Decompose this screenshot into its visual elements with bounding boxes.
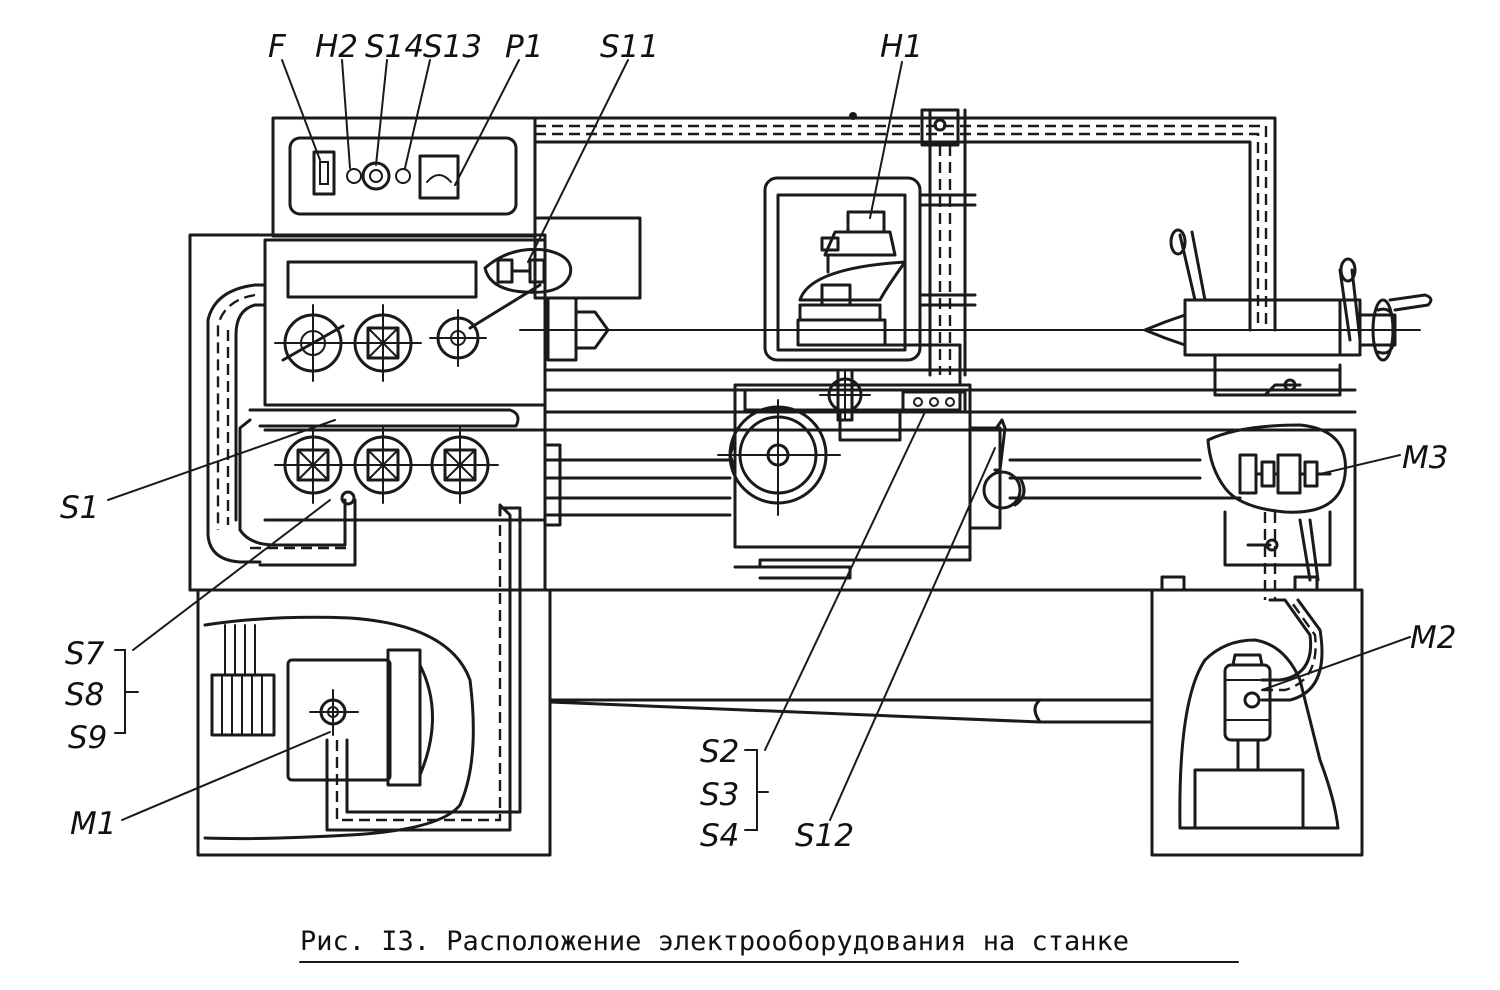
- equipment-labels: F H2 S14 S13 P1 S11 H1 S1 M3 S7 S8 S9 M2…: [60, 29, 1456, 854]
- label-s12: S12: [795, 818, 854, 854]
- control-panel: [271, 116, 537, 238]
- label-s9: S9: [68, 720, 107, 756]
- label-h1: H1: [880, 29, 923, 65]
- caption-text: Рис. I3. Расположение электрооборудовани…: [300, 926, 1129, 957]
- spindle-axis: [519, 296, 1421, 362]
- headstock: [188, 216, 642, 592]
- label-h2: H2: [315, 29, 358, 65]
- tailstock: [1143, 228, 1433, 397]
- label-s7: S7: [65, 636, 105, 672]
- label-m3: M3: [1402, 440, 1448, 476]
- label-f: F: [268, 29, 287, 65]
- label-s2: S2: [700, 734, 739, 770]
- motor-m3-housing: [1206, 423, 1347, 600]
- carriage: [717, 108, 1026, 580]
- label-s3: S3: [700, 777, 739, 813]
- label-s13: S13: [423, 29, 482, 65]
- label-m1: M1: [70, 806, 116, 842]
- label-s14: S14: [365, 29, 424, 65]
- top-coolant-line: [533, 112, 1277, 332]
- main-motor-cabinet: [196, 503, 552, 857]
- hydraulic-motor-cabinet: [1150, 575, 1364, 857]
- label-p1: P1: [505, 29, 543, 65]
- figure-caption: Рис. I3. Расположение электрооборудовани…: [299, 926, 1239, 963]
- label-s4: S4: [700, 818, 739, 854]
- label-m2: M2: [1410, 620, 1456, 656]
- leader-lines: [107, 59, 1411, 831]
- label-s1: S1: [60, 490, 99, 526]
- label-s8: S8: [65, 677, 104, 713]
- label-s11: S11: [600, 29, 659, 65]
